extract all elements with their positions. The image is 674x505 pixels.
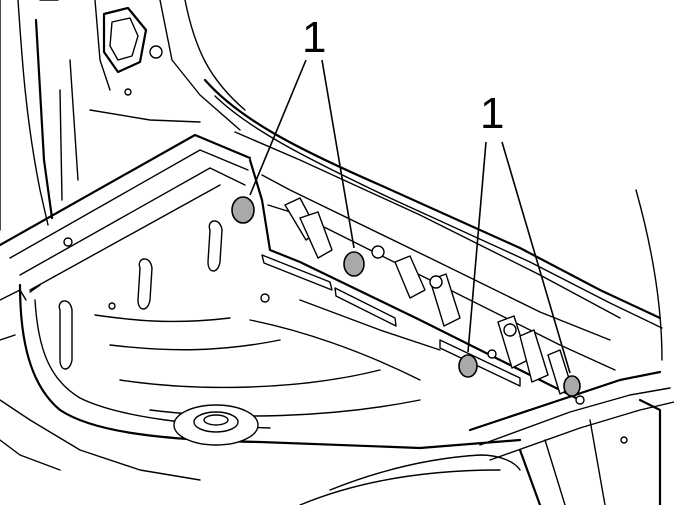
plug-4: [563, 375, 581, 397]
side-sill: [203, 78, 663, 361]
leader-lines: [249, 59, 571, 374]
leader-line: [501, 141, 571, 374]
callout-label-right: 1: [480, 89, 504, 138]
leader-line: [249, 59, 307, 196]
inner-rail: [248, 158, 616, 402]
plugs: [231, 196, 581, 397]
callout-label-left: 1: [302, 13, 326, 62]
plug-3: [458, 354, 478, 378]
floor-pan: [0, 220, 522, 481]
pillar-area: [0, 0, 246, 231]
leader-line: [321, 59, 355, 249]
cross-member-left: [0, 133, 252, 301]
leader-line: [467, 141, 487, 353]
plug-1: [231, 196, 255, 224]
plug-2: [343, 251, 365, 277]
cross-member-right: [299, 370, 674, 505]
